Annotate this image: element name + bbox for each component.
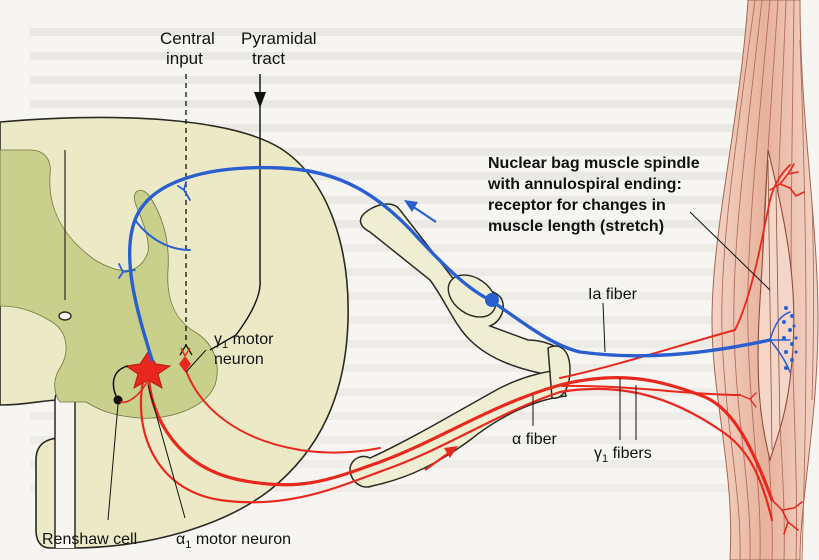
- alpha-fiber-label: α fiber: [512, 431, 557, 448]
- central-input-label: Central input: [160, 29, 220, 68]
- central-canal: [59, 312, 71, 320]
- renshaw-cell-label: Renshaw cell: [42, 531, 137, 548]
- alpha-motor-neuron-label: α1 motor neuron: [176, 531, 291, 551]
- afferent-direction-arrow: [412, 206, 436, 222]
- ventral-fissure: [55, 389, 75, 548]
- ia-fiber-ganglion-cell: [485, 293, 499, 307]
- ia-fiber-label: Ia fiber: [588, 286, 638, 303]
- pyramidal-tract-label: Pyramidal tract: [241, 29, 321, 68]
